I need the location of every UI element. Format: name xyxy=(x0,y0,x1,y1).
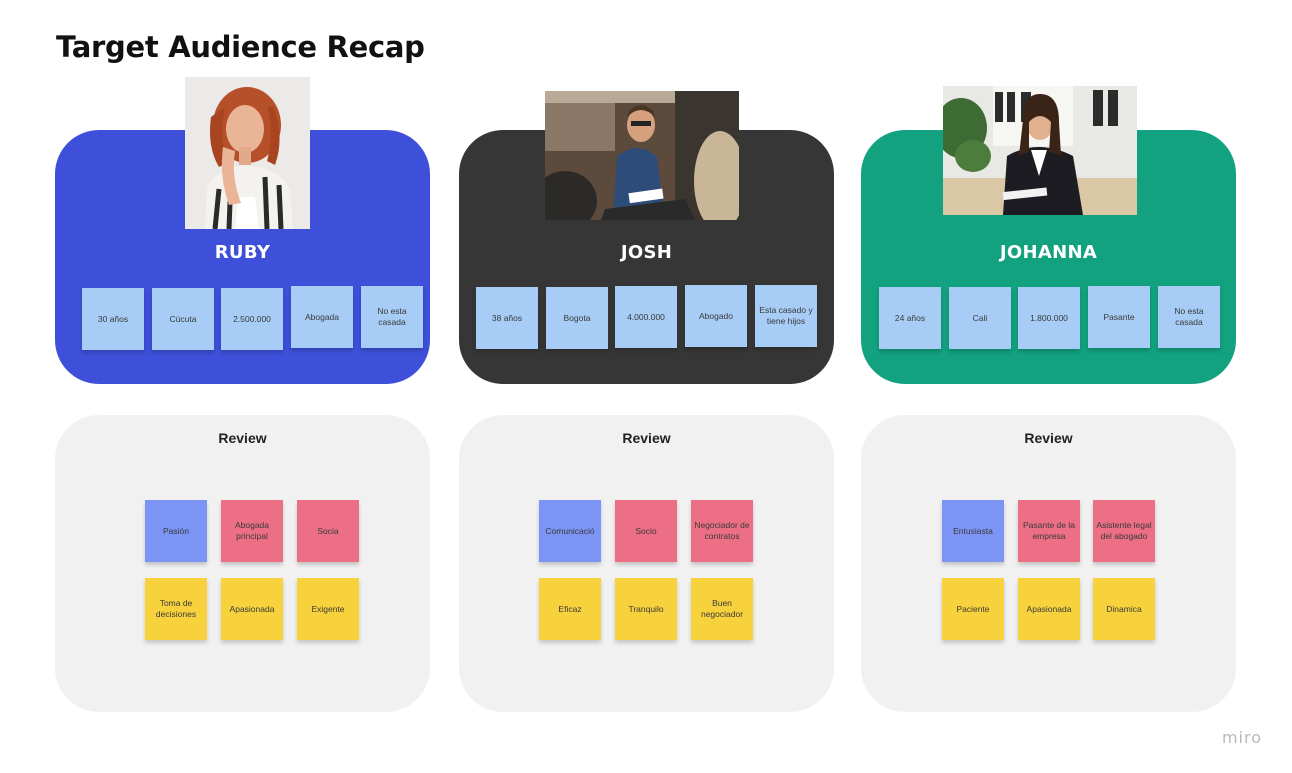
attribute-note[interactable]: Bogota xyxy=(546,287,608,349)
attribute-note[interactable]: No esta casada xyxy=(1158,286,1220,348)
review-note[interactable]: Socio xyxy=(615,500,677,562)
persona-name: JOHANNA xyxy=(999,242,1098,263)
review-note[interactable]: Apasionada xyxy=(1018,578,1080,640)
attribute-note[interactable]: Pasante xyxy=(1088,286,1150,348)
review-title: Review xyxy=(622,430,671,446)
review-note[interactable]: Negociador de contratos xyxy=(691,500,753,562)
page-title: Target Audience Recap xyxy=(56,30,425,64)
review-note[interactable]: Pasante de la empresa xyxy=(1018,500,1080,562)
attribute-note[interactable]: 38 años xyxy=(476,287,538,349)
persona-photo-johanna[interactable] xyxy=(943,86,1137,215)
review-note[interactable]: Apasionada xyxy=(221,578,283,640)
persona-name: RUBY xyxy=(214,242,271,263)
attribute-note[interactable]: Abogado xyxy=(685,285,747,347)
review-card-johanna[interactable]: Review Entusiasta Pasante de la empresa … xyxy=(861,415,1236,712)
review-note[interactable]: Socia xyxy=(297,500,359,562)
attribute-note[interactable]: 1.800.000 xyxy=(1018,287,1080,349)
review-card-josh[interactable]: Review Comunicació Socio Negociador de c… xyxy=(459,415,834,712)
attribute-note[interactable]: 30 años xyxy=(82,288,144,350)
review-note[interactable]: Entusiasta xyxy=(942,500,1004,562)
review-note[interactable]: Comunicació xyxy=(539,500,601,562)
review-note[interactable]: Paciente xyxy=(942,578,1004,640)
persona-name: JOSH xyxy=(620,242,673,263)
attribute-note[interactable]: Esta casado y tiene hijos xyxy=(755,285,817,347)
review-note[interactable]: Dinamica xyxy=(1093,578,1155,640)
review-title: Review xyxy=(218,430,267,446)
attribute-note[interactable]: 4.000.000 xyxy=(615,286,677,348)
review-note[interactable]: Exigente xyxy=(297,578,359,640)
review-note[interactable]: Buen negociador xyxy=(691,578,753,640)
review-title: Review xyxy=(1024,430,1073,446)
attribute-note[interactable]: 24 años xyxy=(879,287,941,349)
review-note[interactable]: Abogada principal xyxy=(221,500,283,562)
attribute-note[interactable]: Abogada xyxy=(291,286,353,348)
review-note[interactable]: Asistente legal del abogado xyxy=(1093,500,1155,562)
attribute-note[interactable]: No esta casada xyxy=(361,286,423,348)
persona-photo-ruby[interactable] xyxy=(185,77,310,229)
attribute-note[interactable]: Cúcuta xyxy=(152,288,214,350)
attribute-note[interactable]: Cali xyxy=(949,287,1011,349)
review-note[interactable]: Tranquilo xyxy=(615,578,677,640)
miro-logo: miro xyxy=(1221,728,1262,747)
attribute-note[interactable]: 2.500.000 xyxy=(221,288,283,350)
review-note[interactable]: Toma de decisiones xyxy=(145,578,207,640)
review-note[interactable]: Eficaz xyxy=(539,578,601,640)
review-card-ruby[interactable]: Review Pasión Abogada principal Socia To… xyxy=(55,415,430,712)
persona-photo-josh[interactable] xyxy=(545,91,739,220)
review-note[interactable]: Pasión xyxy=(145,500,207,562)
